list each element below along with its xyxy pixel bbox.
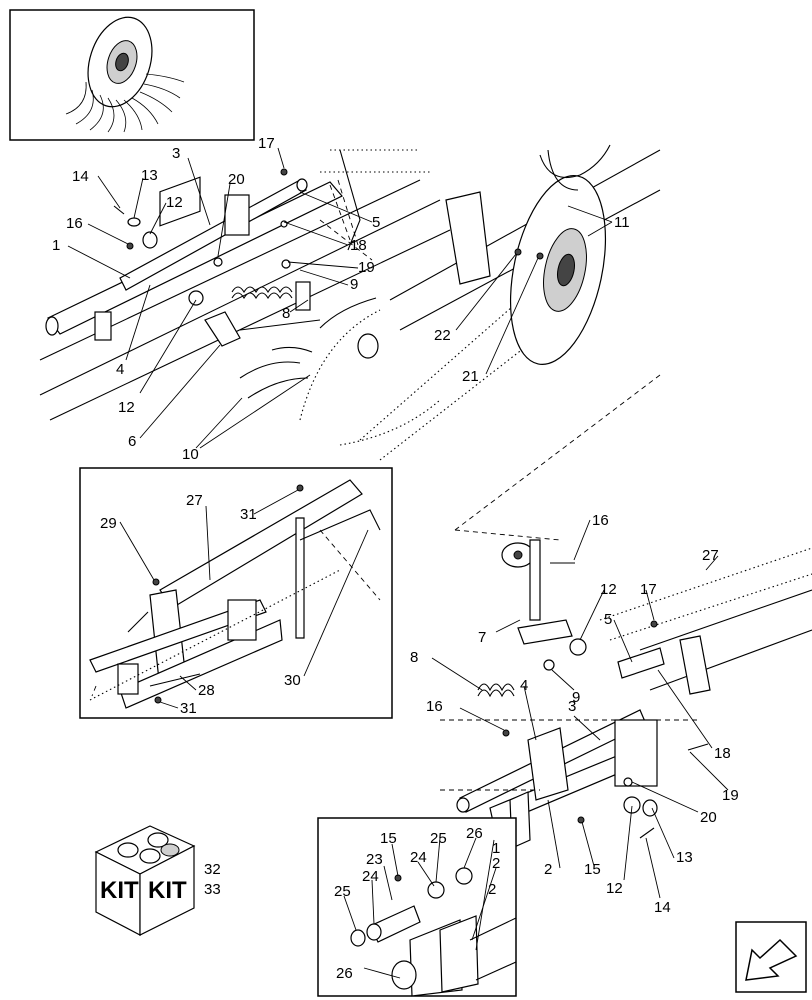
callout-14-b: 14: [654, 899, 671, 916]
callout-29: 29: [100, 515, 117, 532]
arrow-down-left-icon: [745, 938, 798, 981]
callout-18: 18: [350, 237, 367, 254]
callout-17-b: 17: [640, 581, 657, 598]
callout-3-b: 3: [568, 698, 576, 715]
nav-arrow-button[interactable]: [735, 921, 807, 993]
callout-19-b: 19: [722, 787, 739, 804]
callout-20-b: 20: [700, 809, 717, 826]
callout-12-b: 12: [118, 399, 135, 416]
leader-lines: [67, 147, 729, 979]
kit-label-left: KIT: [100, 877, 139, 904]
callout-20: 20: [228, 171, 245, 188]
callout-15: 15: [584, 861, 601, 878]
callout-8-b: 8: [410, 649, 418, 666]
callout-2: 2: [544, 861, 552, 878]
callout-15-b: 15: [380, 830, 397, 847]
rake-wheel-disc: [359, 144, 661, 461]
callout-21: 21: [462, 368, 479, 385]
callout-27: 27: [186, 492, 203, 509]
callout-25-b: 25: [334, 883, 351, 900]
callout-31-b: 31: [180, 700, 197, 717]
callout-26-b: 26: [336, 965, 353, 982]
callout-19: 19: [358, 259, 375, 276]
callout-33: 33: [204, 881, 221, 898]
callout-16-b: 16: [592, 512, 609, 529]
rake-wheel-thumbnail: [9, 9, 255, 141]
kit-box-illustration: KIT KIT: [94, 825, 196, 936]
callout-17: 17: [258, 135, 275, 152]
callout-24-b: 24: [362, 868, 379, 885]
callout-2-c: 2: [488, 881, 496, 898]
callout-30: 30: [284, 672, 301, 689]
callout-8: 8: [282, 305, 290, 322]
callout-2-b: 2: [492, 855, 500, 872]
callout-31: 31: [240, 506, 257, 523]
callout-9: 9: [350, 276, 358, 293]
callout-16: 16: [66, 215, 83, 232]
callout-4: 4: [116, 361, 124, 378]
exploded-frame-assembly: [440, 374, 812, 849]
callout-13-b: 13: [676, 849, 693, 866]
frame-detail-inset: [79, 467, 393, 719]
callout-4-b: 4: [520, 677, 528, 694]
callout-27-b: 27: [702, 547, 719, 564]
callout-22: 22: [434, 327, 451, 344]
callout-16-c: 16: [426, 698, 443, 715]
callout-12: 12: [166, 194, 183, 211]
callout-6: 6: [128, 433, 136, 450]
callout-13: 13: [141, 167, 158, 184]
callout-14: 14: [72, 168, 89, 185]
callout-28: 28: [198, 682, 215, 699]
callout-26: 26: [466, 825, 483, 842]
callout-3: 3: [172, 145, 180, 162]
callout-24: 24: [410, 849, 427, 866]
callout-1: 1: [52, 237, 60, 254]
callout-11: 11: [614, 214, 630, 231]
callout-18-b: 18: [714, 745, 731, 762]
callout-9-b: 9: [572, 689, 580, 706]
callout-labels: 3 17 14 13 20 12 16 5 1 18 19 9 8 4 12 6…: [52, 135, 739, 982]
callout-5-b: 5: [604, 611, 612, 628]
kit-label-right: KIT: [148, 877, 187, 904]
callout-12-d: 12: [606, 880, 623, 897]
callout-12-c: 12: [600, 581, 617, 598]
callout-5: 5: [372, 214, 380, 231]
callout-1-b: 1: [492, 840, 500, 857]
callout-32: 32: [204, 861, 221, 878]
callout-10: 10: [182, 446, 199, 463]
callout-7: 7: [478, 629, 486, 646]
callout-23: 23: [366, 851, 383, 868]
callout-25: 25: [430, 830, 447, 847]
top-frame-assembly: [39, 149, 451, 446]
